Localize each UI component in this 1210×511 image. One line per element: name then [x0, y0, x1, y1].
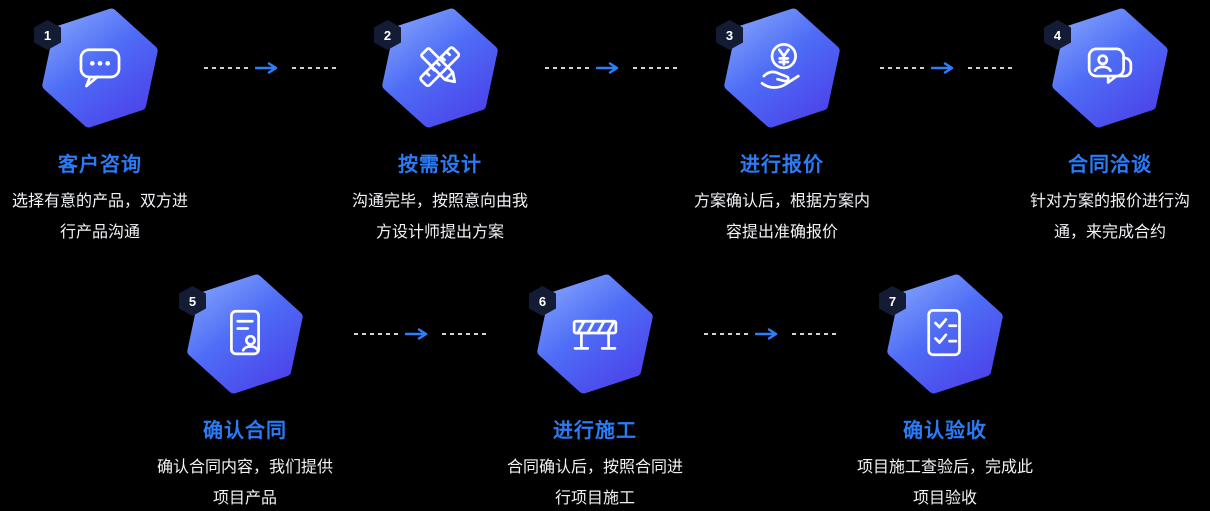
dashed-line — [442, 333, 486, 335]
step-desc-line: 合同确认后，按照合同进 — [506, 459, 683, 476]
coin-hand-icon — [753, 38, 811, 96]
step-desc-line: 针对方案的报价进行沟 — [1029, 193, 1190, 210]
step-hexagon-area: 6 — [529, 270, 657, 398]
step-number: 4 — [1053, 27, 1062, 43]
step-desc-line: 行项目施工 — [554, 490, 635, 507]
step-description: 合同确认后，按照合同进 行项目施工 — [475, 452, 715, 511]
arrow-right-icon — [931, 62, 954, 74]
step-number: 2 — [383, 27, 392, 43]
step-desc-line: 项目验收 — [912, 490, 977, 507]
pencil-ruler-icon — [411, 38, 469, 96]
arrow-right-icon — [755, 328, 778, 340]
step-number: 5 — [188, 293, 197, 309]
step-number-badge: 7 — [879, 286, 906, 316]
step-desc-line: 通，来完成合约 — [1053, 224, 1166, 241]
process-step-6: 6 进行施工 合同确认后，按照合同进 行项目施工 — [475, 270, 715, 511]
process-step-2: 2 按需设计 沟通完毕，按照意向由我 方设计师提出方案 — [320, 4, 560, 248]
step-hexagon-area: 7 — [879, 270, 1007, 398]
chat-icon — [71, 38, 129, 96]
step-title: 合同洽谈 — [1068, 154, 1152, 176]
step-hexagon-area: 1 — [34, 4, 162, 132]
step-desc-line: 项目施工查验后，完成此 — [856, 459, 1033, 476]
step-description: 项目施工查验后，完成此 项目验收 — [825, 452, 1065, 511]
step-title: 进行报价 — [740, 154, 824, 176]
dashed-line — [204, 67, 248, 69]
dashed-line — [880, 67, 924, 69]
step-desc-line: 沟通完毕，按照意向由我 — [351, 193, 528, 210]
step-title: 按需设计 — [398, 154, 482, 176]
contract-icon — [216, 304, 274, 362]
person-bubble-icon — [1081, 38, 1139, 96]
step-description: 针对方案的报价进行沟 通，来完成合约 — [990, 186, 1210, 248]
dashed-line — [633, 67, 677, 69]
step-number-badge: 5 — [179, 286, 206, 316]
flow-connector-1-2 — [204, 61, 336, 75]
dashed-line — [354, 333, 398, 335]
process-step-3: 3 进行报价 方案确认后，根据方案内 容提出准确报价 — [662, 4, 902, 248]
flow-connector-2-3 — [545, 61, 677, 75]
step-desc-line: 方设计师提出方案 — [375, 224, 504, 241]
step-number-badge: 3 — [716, 20, 743, 50]
step-title: 客户咨询 — [58, 154, 142, 176]
dashed-line — [792, 333, 836, 335]
barrier-icon — [566, 304, 624, 362]
step-description: 确认合同内容，我们提供 项目产品 — [125, 452, 365, 511]
arrow-right-icon — [596, 62, 619, 74]
step-number-badge: 6 — [529, 286, 556, 316]
step-description: 选择有意的产品，双方进 行产品沟通 — [0, 186, 220, 248]
dashed-line — [704, 333, 748, 335]
flow-connector-5-6 — [354, 327, 486, 341]
flow-connector-6-7 — [704, 327, 836, 341]
step-desc-line: 项目产品 — [212, 490, 277, 507]
step-description: 沟通完毕，按照意向由我 方设计师提出方案 — [320, 186, 560, 248]
step-hexagon-area: 3 — [716, 4, 844, 132]
step-title: 确认合同 — [203, 420, 287, 442]
step-description: 方案确认后，根据方案内 容提出准确报价 — [662, 186, 902, 248]
flow-connector-3-4 — [880, 61, 1012, 75]
step-number: 3 — [725, 27, 734, 43]
step-number: 7 — [888, 293, 897, 309]
arrow-right-icon — [405, 328, 428, 340]
step-desc-line: 行产品沟通 — [59, 224, 140, 241]
checklist-icon — [916, 304, 974, 362]
step-desc-line: 确认合同内容，我们提供 — [156, 459, 333, 476]
process-step-5: 5 确认合同 确认合同内容，我们提供 项目产品 — [125, 270, 365, 511]
step-number: 1 — [43, 27, 52, 43]
dashed-line — [968, 67, 1012, 69]
step-desc-line: 容提出准确报价 — [725, 224, 838, 241]
arrow-right-icon — [255, 62, 278, 74]
process-step-4: 4 合同洽谈 针对方案的报价进行沟 通，来完成合约 — [990, 4, 1210, 248]
step-number: 6 — [538, 293, 547, 309]
step-hexagon-area: 2 — [374, 4, 502, 132]
dashed-line — [292, 67, 336, 69]
step-hexagon-area: 5 — [179, 270, 307, 398]
process-step-7: 7 确认验收 项目施工查验后，完成此 项目验收 — [825, 270, 1065, 511]
dashed-line — [545, 67, 589, 69]
step-title: 确认验收 — [903, 420, 987, 442]
step-number-badge: 1 — [34, 20, 61, 50]
step-desc-line: 选择有意的产品，双方进 — [11, 193, 188, 210]
process-step-1: 1 客户咨询 选择有意的产品，双方进 行产品沟通 — [0, 4, 220, 248]
step-title: 进行施工 — [553, 420, 637, 442]
step-number-badge: 4 — [1044, 20, 1071, 50]
step-number-badge: 2 — [374, 20, 401, 50]
step-desc-line: 方案确认后，根据方案内 — [693, 193, 870, 210]
step-hexagon-area: 4 — [1044, 4, 1172, 132]
